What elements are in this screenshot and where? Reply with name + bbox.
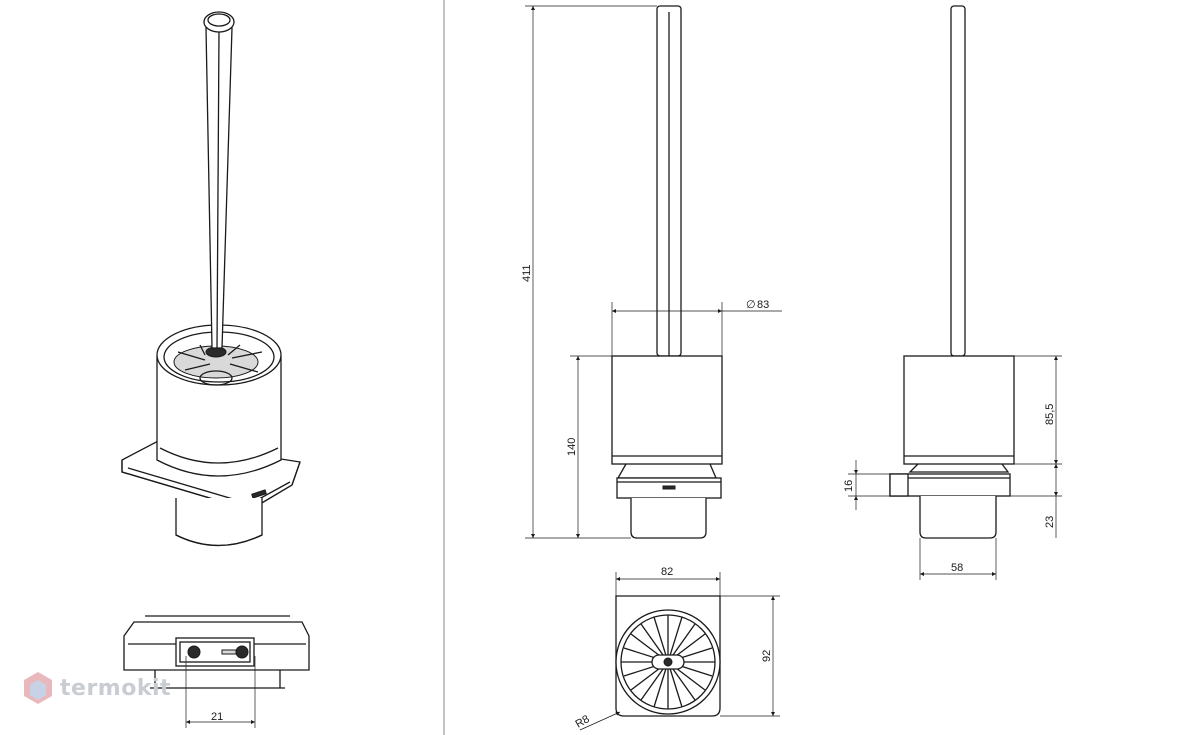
dim-diameter-sign: ∅ bbox=[746, 299, 756, 311]
bracket-top-view: 82 92 R8 bbox=[574, 566, 780, 731]
termokit-watermark: termokit bbox=[60, 676, 172, 701]
side-view: 85,5 23 16 58 bbox=[843, 5, 1062, 580]
isometric-view bbox=[121, 11, 301, 547]
dim-height-cup: 140 bbox=[566, 438, 578, 456]
dim-height-cup-right: 85,5 bbox=[1044, 404, 1056, 425]
dim-diameter: 83 bbox=[757, 299, 769, 311]
dim-height-total: 411 bbox=[521, 264, 533, 282]
dim-height-bracket: 16 bbox=[843, 480, 855, 492]
termokit-logo-icon bbox=[24, 672, 52, 704]
dim-height-base: 23 bbox=[1044, 516, 1056, 528]
dim-radius: R8 bbox=[574, 713, 592, 730]
logo-badge bbox=[251, 489, 267, 499]
dim-width-bracket-front: 82 bbox=[661, 566, 673, 578]
mount-bottom-view: 21 bbox=[123, 615, 310, 728]
dim-height-bracket-top: 92 bbox=[761, 650, 773, 662]
dim-width-base-side: 58 bbox=[951, 562, 963, 574]
front-view: 411 140 ∅ 83 bbox=[521, 5, 782, 539]
dim-width-mount-bottom: 21 bbox=[211, 711, 223, 723]
